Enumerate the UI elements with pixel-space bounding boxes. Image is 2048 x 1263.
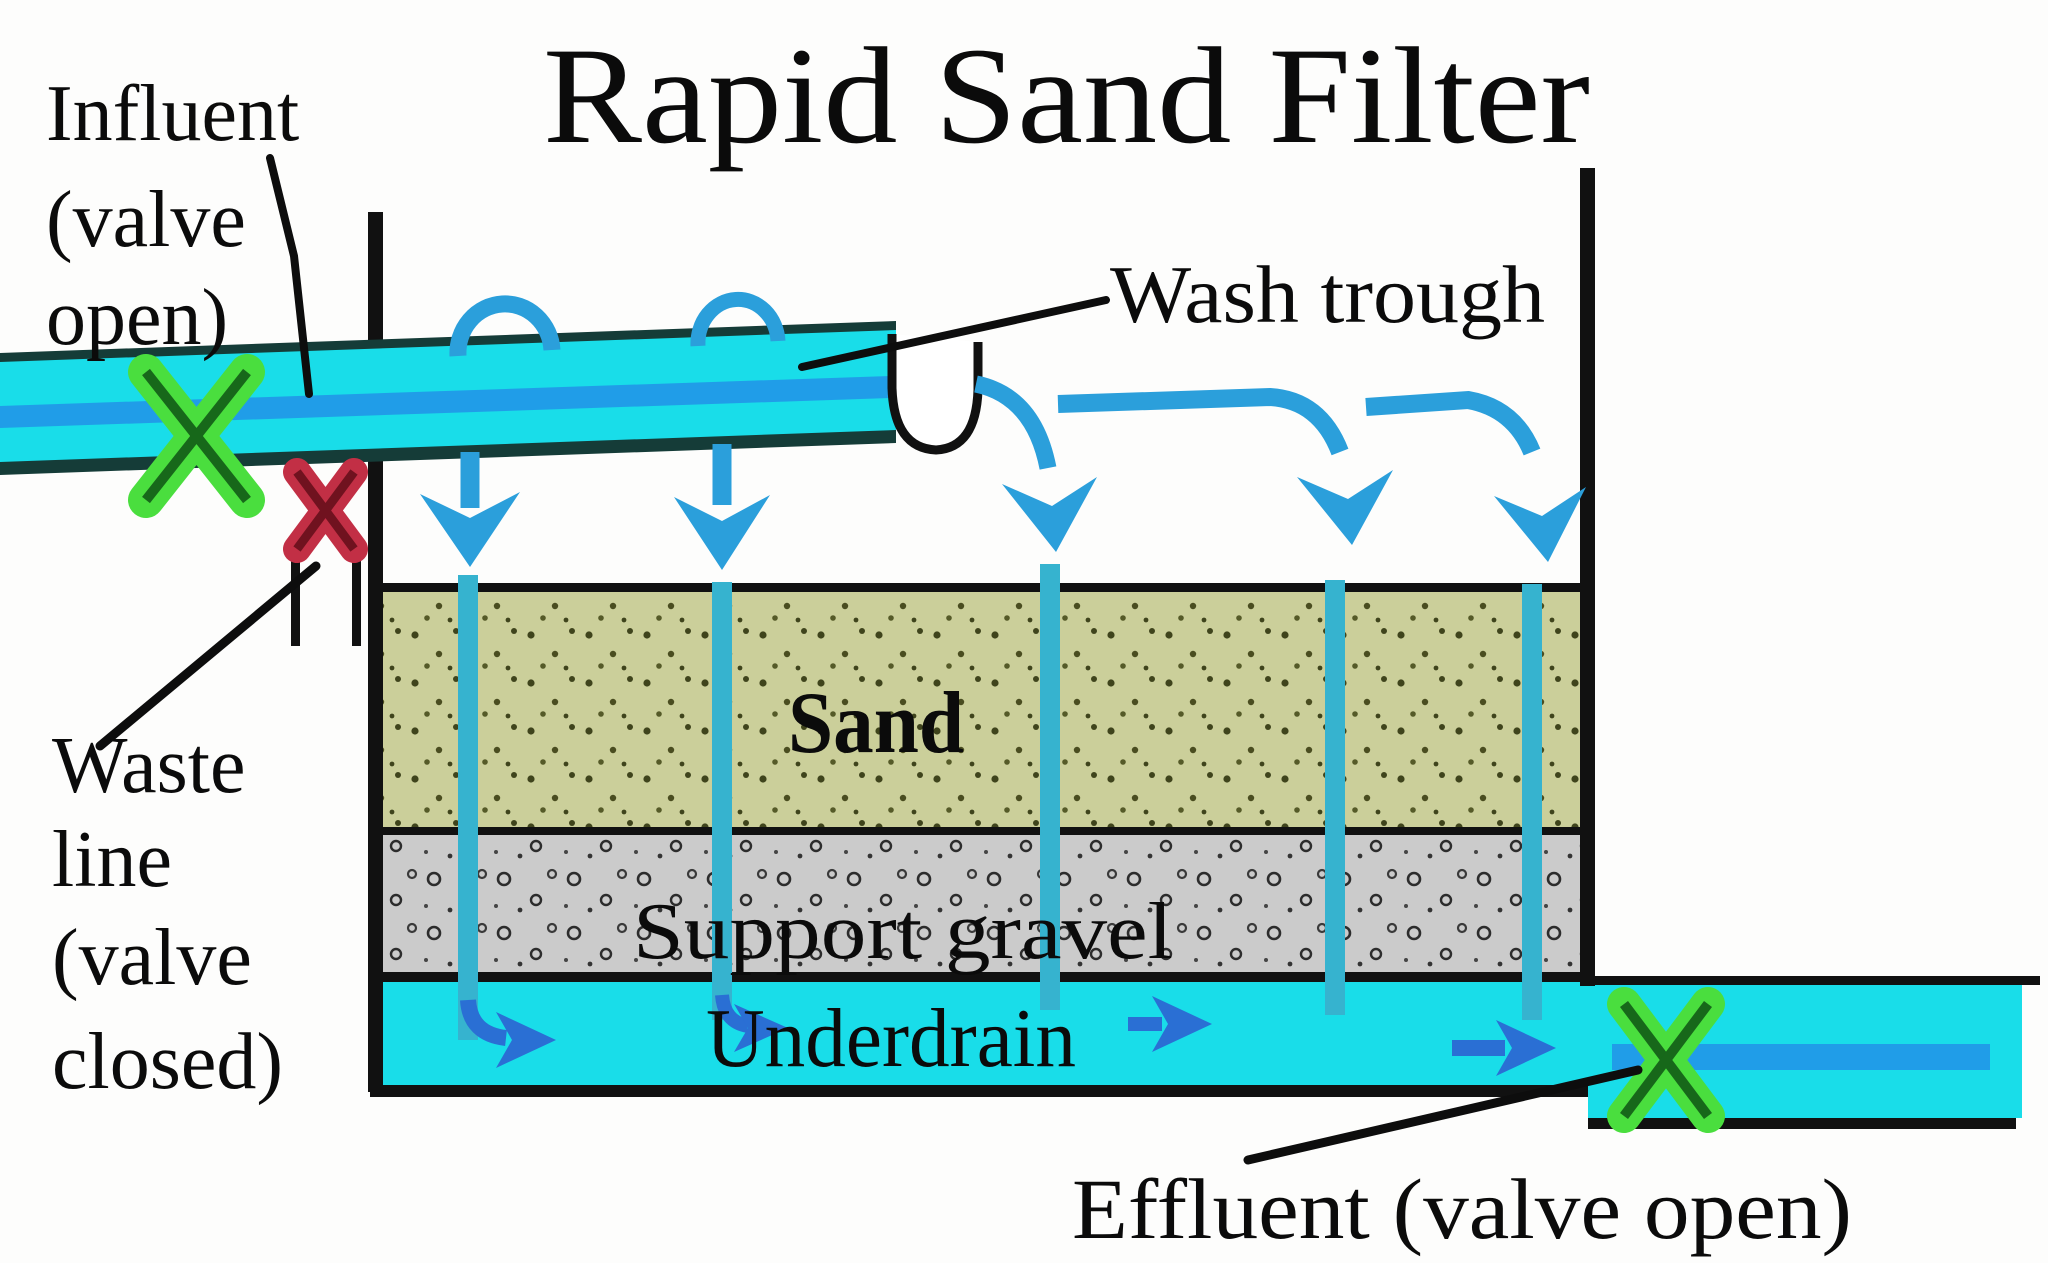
underdrain-arrowhead-2 — [734, 1004, 788, 1052]
waste-pointer-line — [95, 561, 321, 751]
waste-line-wall-left — [291, 548, 300, 646]
overflow-arch-2 — [690, 292, 786, 347]
wash-trough-pointer-line — [798, 296, 1110, 371]
downflow-streams — [458, 564, 1542, 1040]
flow-arrows — [420, 292, 1586, 570]
underdrain-hook-1 — [460, 999, 508, 1046]
spill-arc-4-head — [1297, 470, 1393, 545]
sand-layer — [376, 583, 1588, 832]
effluent-pointer-line — [1243, 1065, 1643, 1165]
influent-valve-open — [128, 354, 265, 518]
effluent-label: Effluent (valve open) — [1072, 1161, 1852, 1257]
underdrain-arrowhead-4 — [1496, 1020, 1556, 1076]
support-gravel-layer — [383, 827, 1580, 975]
waste-valve-closed — [283, 458, 368, 563]
gravel-top-boundary — [383, 827, 1580, 835]
influent-label-line2: (valve — [46, 176, 246, 264]
influent-pointer-line — [266, 154, 313, 398]
underdrain-bottom-boundary — [370, 1085, 1610, 1097]
spill-arc-5-head — [1494, 487, 1586, 562]
waste-label-line3: (valve — [52, 914, 252, 1002]
underdrain-water — [376, 982, 1592, 1085]
pointer-lines — [95, 154, 1643, 1165]
overflow-arch-1 — [449, 295, 561, 357]
spill-arc-4 — [1057, 387, 1349, 456]
underdrain-flow-arrows — [460, 994, 1556, 1076]
underdrain-label: Underdrain — [706, 992, 1076, 1085]
underdrain-arrowhead-3 — [1152, 996, 1212, 1052]
filter-right-wall — [1580, 168, 1595, 986]
underdrain-layer — [370, 972, 1610, 1097]
down-arrow-1-head — [420, 492, 520, 567]
support-gravel-label: Support gravel — [633, 888, 1173, 976]
diagram-title: Rapid Sand Filter — [543, 19, 1590, 172]
underdrain-arrowhead-1 — [496, 1012, 556, 1068]
down-arrow-2-head — [674, 495, 770, 570]
influent-label-line1: Influent — [46, 70, 299, 158]
sand-top-boundary — [376, 583, 1588, 592]
waste-label-line1: Waste — [52, 722, 245, 810]
influent-label: Influent (valve open) — [46, 70, 299, 362]
sand-label: Sand — [788, 675, 964, 772]
effluent-valve-cross-b — [1620, 1001, 1712, 1119]
sand-speckle-texture — [383, 590, 1580, 832]
underdrain-top-boundary — [376, 972, 1592, 982]
waste-line-wall-right — [352, 548, 361, 646]
spill-arc-3-head — [1002, 477, 1097, 552]
waste-line-label: Waste line (valve closed) — [52, 722, 283, 1106]
waste-label-line2: line — [52, 816, 172, 904]
spill-arc-5 — [1365, 390, 1541, 456]
wash-trough-label: Wash trough — [1110, 249, 1545, 340]
waste-label-line4: closed) — [52, 1018, 283, 1106]
wash-trough-shape — [887, 334, 983, 455]
influent-valve-cross-b — [142, 368, 251, 504]
influent-label-line3: open) — [46, 274, 228, 362]
effluent-pipe-bottom-edge — [1588, 1118, 2016, 1129]
effluent-valve-open — [1607, 987, 1725, 1133]
effluent-pipe-top-edge — [1580, 976, 2040, 985]
waste-valve-cross-b — [293, 469, 358, 552]
gravel-texture — [383, 832, 1580, 975]
spill-arc-3 — [973, 375, 1057, 470]
underdrain-hook-2 — [715, 994, 750, 1033]
